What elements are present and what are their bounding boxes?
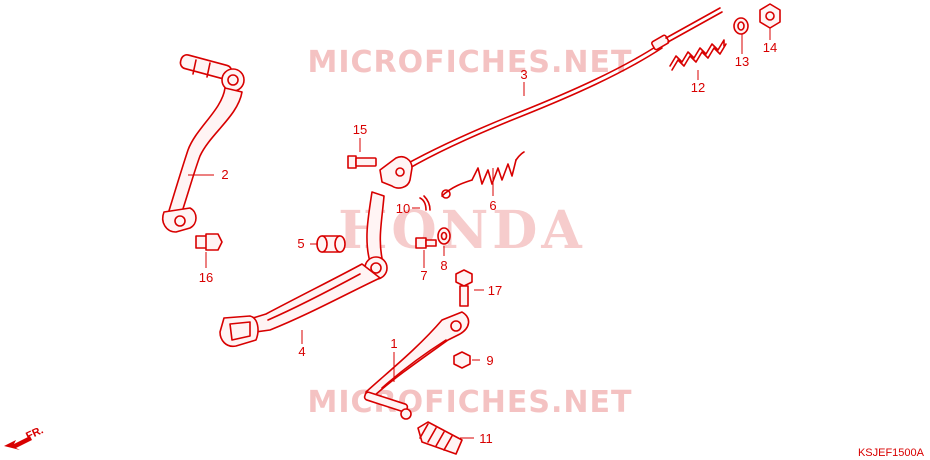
callout-7: 7: [420, 268, 427, 283]
callout-2: 2: [221, 167, 228, 182]
callout-13: 13: [735, 54, 749, 69]
callout-17: 17: [488, 283, 502, 298]
callout-15: 15: [353, 122, 367, 137]
diagram-code: KSJEF1500A: [858, 447, 925, 459]
watermark-site-bottom: MICROFICHES.NET: [308, 385, 633, 420]
callout-4: 4: [298, 344, 305, 359]
part-bolt-7: [415, 237, 437, 249]
callout-11: 11: [479, 431, 493, 446]
callout-5: 5: [297, 236, 304, 251]
part-rubber-11: [417, 421, 463, 455]
part-collar-5: [316, 235, 346, 253]
callout-1: 1: [390, 336, 397, 351]
part-nut-14: [759, 3, 781, 29]
part-brake-cable: [379, 7, 723, 189]
part-spring-6: [441, 151, 525, 199]
callouts: 1 2 3 4 5 6 7 8 9 10 11 12 13 14 15 16 1…: [199, 40, 777, 446]
callout-12: 12: [691, 80, 705, 95]
callout-6: 6: [489, 198, 496, 213]
part-nut-9: [453, 351, 471, 369]
part-collar-13: [733, 17, 749, 35]
callout-9: 9: [486, 353, 493, 368]
part-bolt-15: [347, 155, 377, 169]
callout-10: 10: [396, 201, 410, 216]
leader-lines: [188, 28, 771, 439]
part-spring-12: [669, 39, 727, 71]
part-brake-pedal: [219, 191, 388, 348]
part-washer-8: [437, 227, 451, 245]
front-arrow-icon: FR.: [4, 424, 45, 450]
part-cotter-pin-10: [419, 195, 431, 211]
part-bolt-16: [195, 233, 223, 251]
callout-16: 16: [199, 270, 213, 285]
callout-3: 3: [520, 67, 527, 82]
part-side-stand: [363, 311, 470, 420]
callout-14: 14: [763, 40, 777, 55]
callout-8: 8: [440, 258, 447, 273]
part-kick-arm: [161, 54, 245, 233]
part-bolt-17: [455, 269, 473, 307]
watermark-site-top: MICROFICHES.NET: [308, 45, 633, 80]
direction-label: FR.: [24, 424, 45, 442]
